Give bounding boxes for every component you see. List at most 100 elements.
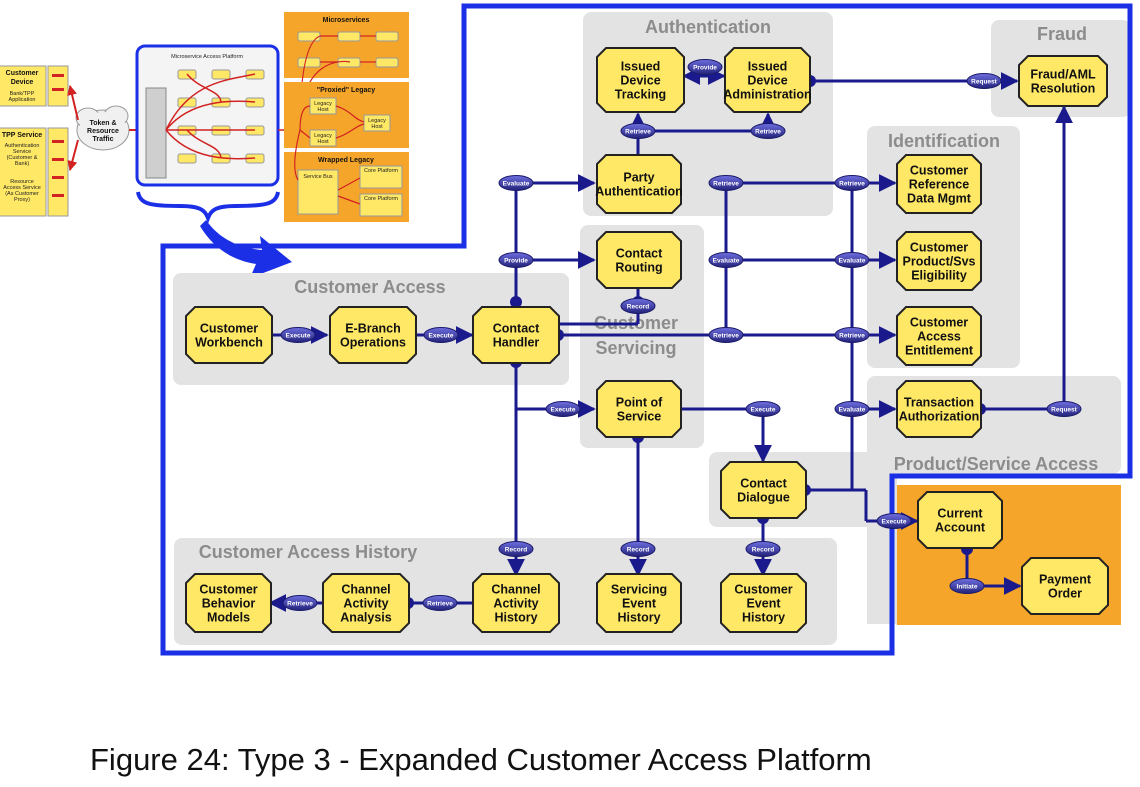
connector-pill-retrieve: Retrieve [708, 175, 744, 191]
pill-shape [750, 123, 786, 139]
pill-label: Record [627, 546, 649, 553]
thumb-platform-label: Microservice Access Platform [171, 54, 243, 60]
figure-caption: Figure 24: Type 3 - Expanded Customer Ac… [90, 742, 872, 777]
thumb-proxied-links [299, 105, 365, 139]
thumb-customer-device-box [0, 65, 47, 107]
pill-shape [620, 298, 656, 314]
connector-pill-execute: Execute [423, 327, 459, 343]
pill-label: Retrieve [713, 180, 739, 187]
connector-pill-execute: Execute [545, 401, 581, 417]
thumb-microservices-label: Microservices [323, 17, 370, 24]
pill-label: Retrieve [839, 332, 865, 339]
pill-label: Evaluate [503, 180, 530, 187]
node-box [596, 380, 682, 438]
pill-label: Provide [504, 257, 528, 264]
node-box [1018, 55, 1108, 107]
connector-pill-execute: Execute [876, 513, 912, 529]
connector-pill-record: Record [498, 541, 534, 557]
connector-pill-retrieve: Retrieve [708, 327, 744, 343]
pill-label: Provide [693, 64, 717, 71]
pill-shape [708, 175, 744, 191]
pill-label: Execute [751, 406, 776, 413]
pill-shape [834, 401, 870, 417]
thumb-service-bus-label: Service Bus [303, 174, 333, 180]
connector-pill-retrieve: Retrieve [834, 175, 870, 191]
thumb-gateway-stack [145, 87, 167, 179]
pill-shape [949, 578, 985, 594]
node-box [1021, 557, 1109, 615]
node-box [917, 491, 1003, 549]
pill-label: Evaluate [713, 257, 740, 264]
thumb-microservice-platform-box [135, 44, 280, 187]
pill-label: Retrieve [287, 600, 313, 607]
pill-shape [876, 513, 912, 529]
connector-pill-retrieve: Retrieve [620, 123, 656, 139]
pill-shape [834, 327, 870, 343]
pill-label: Execute [551, 406, 576, 413]
connector-pill-execute: Execute [280, 327, 316, 343]
thumb-device-side-bar [47, 65, 69, 107]
thumb-red-line [52, 140, 64, 143]
pill-shape [834, 175, 870, 191]
thumb-brace [136, 191, 280, 224]
pill-label: Record [505, 546, 527, 553]
node-box [472, 306, 560, 364]
node-box [720, 461, 807, 519]
pill-shape [422, 595, 458, 611]
pill-label: Retrieve [839, 180, 865, 187]
pill-label: Request [1051, 406, 1077, 413]
pill-shape [745, 541, 781, 557]
thumb-tpp-service-box [0, 127, 47, 217]
pill-label: Execute [429, 332, 454, 339]
pill-label: Execute [286, 332, 311, 339]
pill-label: Evaluate [839, 406, 866, 413]
pill-shape [498, 252, 534, 268]
pill-label: Record [627, 303, 649, 310]
connector-pill-retrieve: Retrieve [834, 327, 870, 343]
pill-label: Request [971, 78, 997, 85]
node-box [322, 573, 410, 633]
pill-shape [745, 401, 781, 417]
pill-shape [280, 327, 316, 343]
pill-shape [966, 73, 1002, 89]
thumb-red-line [52, 88, 64, 91]
zone-title-product-service-access: Product/Service Access [894, 454, 1098, 474]
node-box [596, 573, 682, 633]
node-box [720, 573, 807, 633]
pill-shape [708, 252, 744, 268]
pill-shape [282, 595, 318, 611]
node-box [596, 231, 682, 289]
connector-pill-initiate: Initiate [949, 578, 985, 594]
pill-label: Retrieve [713, 332, 739, 339]
node-box [896, 306, 982, 366]
thumb-red-arrow [67, 85, 79, 121]
node-box [185, 573, 272, 633]
pill-shape [834, 252, 870, 268]
thumb-red-line [52, 74, 64, 77]
